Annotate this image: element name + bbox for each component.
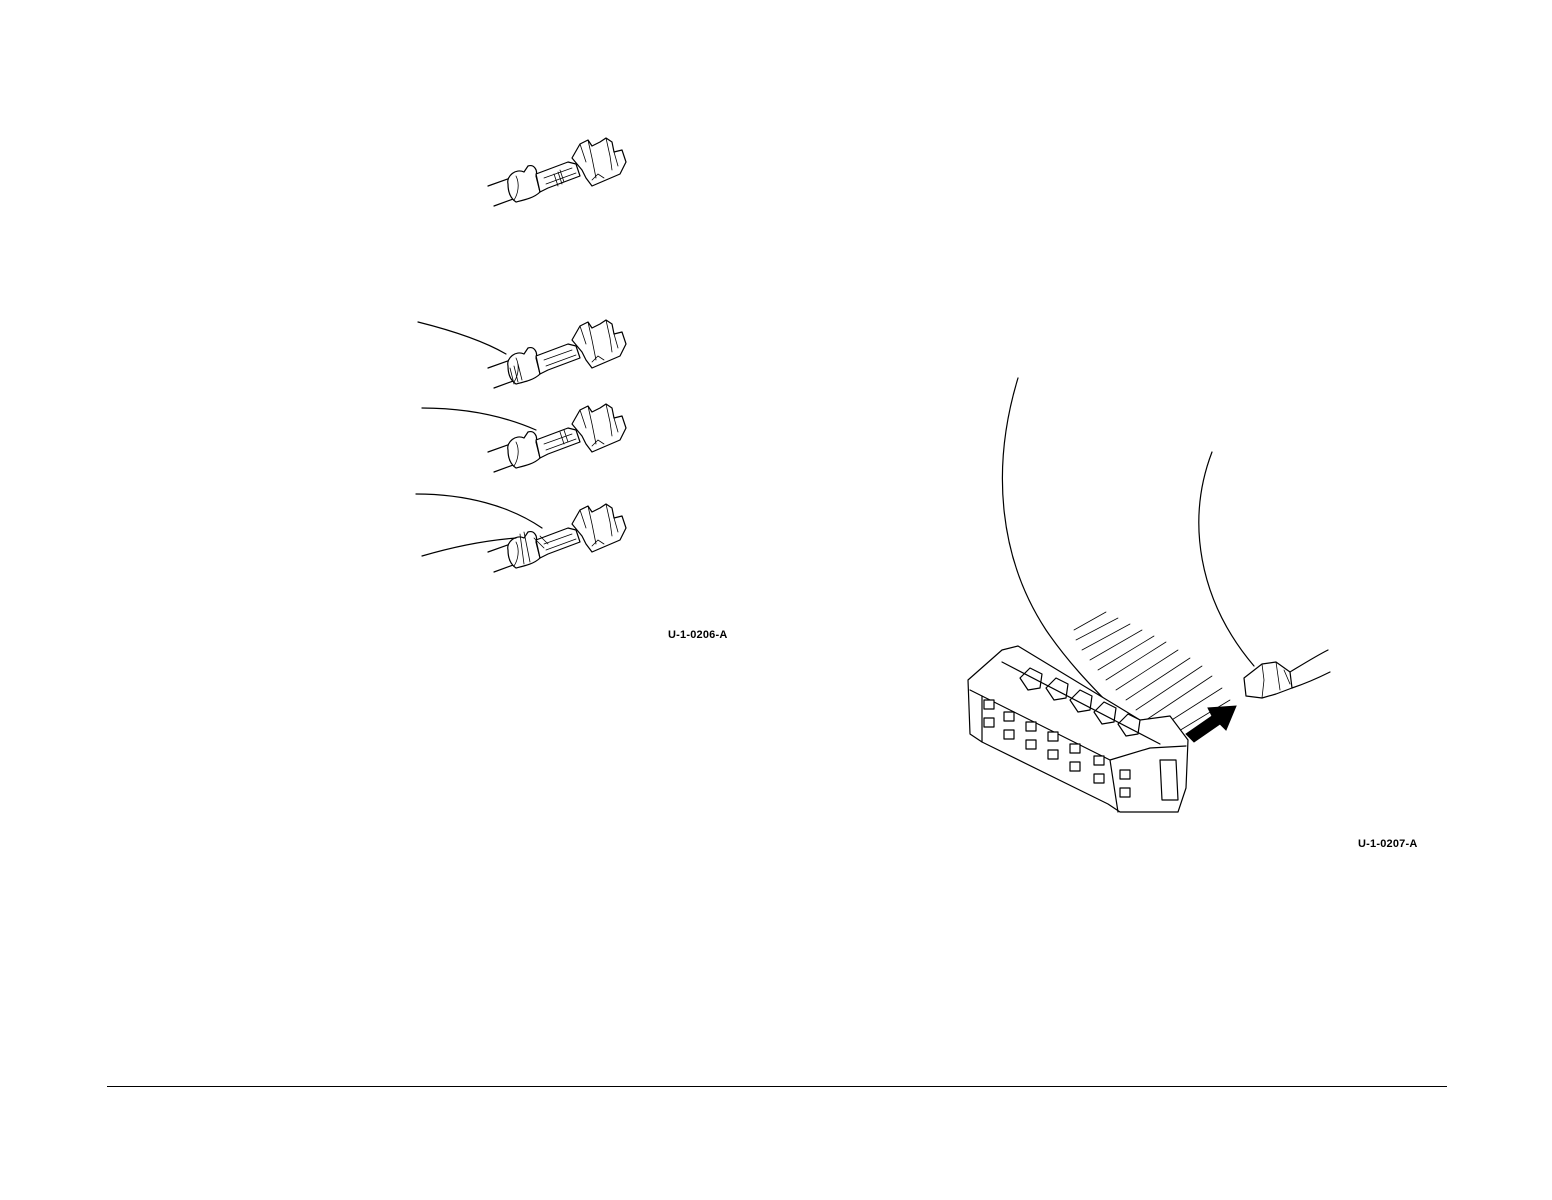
figure-id-right: U-1-0207-A — [1358, 838, 1417, 850]
arrow-right-icon — [1186, 706, 1236, 742]
footer-rule — [107, 1086, 1447, 1087]
figure-id-left: U-1-0206-A — [668, 629, 727, 641]
loose-terminal — [1244, 650, 1330, 698]
pointer-curve-right — [1199, 452, 1254, 666]
